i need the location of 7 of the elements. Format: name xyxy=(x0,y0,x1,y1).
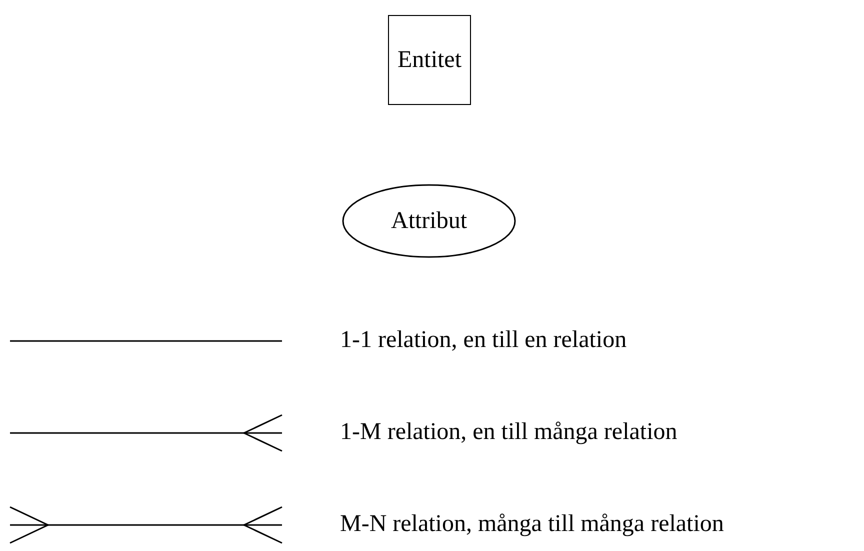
attribute-ellipse xyxy=(342,184,516,258)
attribute-label: Attribut xyxy=(391,208,467,234)
entity-box xyxy=(388,15,471,105)
legend-text: 1-1 relation, en till en relation xyxy=(340,328,627,352)
legend-text: 1-M relation, en till många relation xyxy=(340,420,678,444)
legend-text: M-N relation, många till många relation xyxy=(340,512,724,536)
entity-label: Entitet xyxy=(398,46,462,74)
